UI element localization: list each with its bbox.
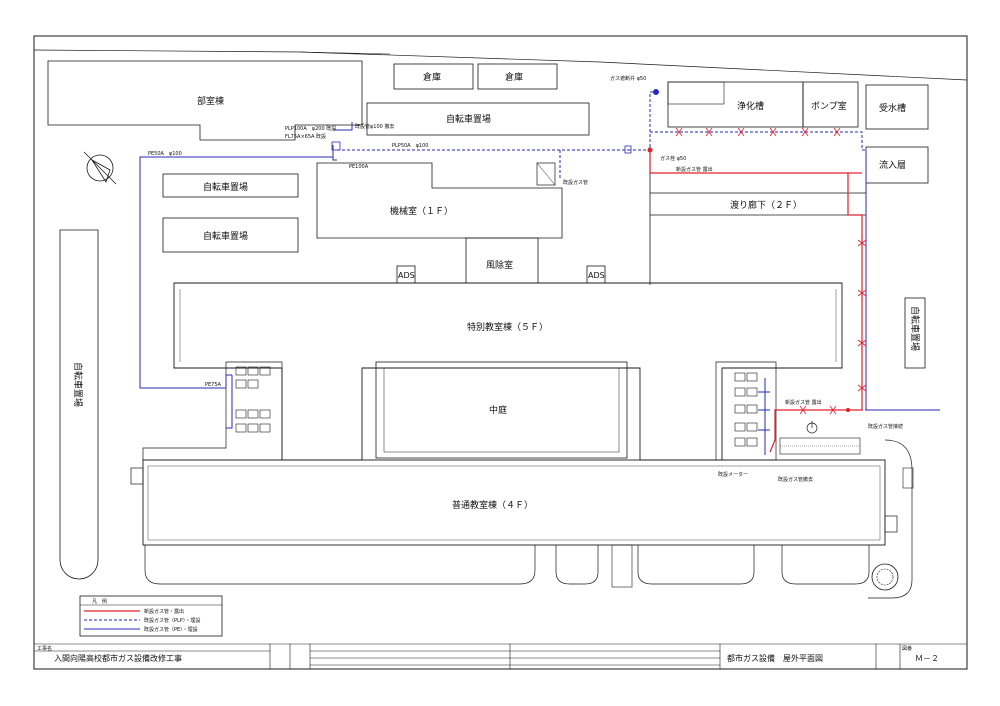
bottom-arc-4 xyxy=(781,545,870,585)
inflow-tank-label: 流入層 xyxy=(879,159,906,171)
bike-parking-left-2-label: 自転車置場 xyxy=(203,230,248,242)
courtyard xyxy=(375,361,628,459)
special-classroom-building xyxy=(173,282,843,461)
note-2: FL75A×65A 既設 xyxy=(285,133,326,140)
pump-room-label: ポンプ室 xyxy=(811,100,847,112)
note-10: 既設ガス管 xyxy=(563,179,588,186)
note-1: PLP100A φ200 既設 xyxy=(285,125,336,132)
bike-parking-left-1-label: 自転車置場 xyxy=(203,181,248,193)
note-7: ガス遮断弁 φ50 xyxy=(610,75,646,82)
bottom-arc-3 xyxy=(637,545,755,585)
bike-parking-right xyxy=(904,297,926,369)
warehouse-1-label: 倉庫 xyxy=(423,71,441,83)
bike-parking-top-label: 自転車置場 xyxy=(446,113,491,125)
note-9: PE100A xyxy=(349,164,369,170)
drawing-number-label: 図番 xyxy=(902,645,912,652)
title-block xyxy=(34,643,967,669)
new-gas-pipe xyxy=(649,150,863,453)
septic-inner xyxy=(667,81,725,105)
meter-box xyxy=(536,162,556,186)
entrance-right xyxy=(884,515,898,533)
bike-parking-right-label: 自転車置場 xyxy=(909,306,921,351)
pump-room xyxy=(802,81,859,128)
courtyard-inner xyxy=(383,367,620,453)
corridor-label: 渡り廊下（２Ｆ） xyxy=(730,199,802,211)
note-12: 既設メーター xyxy=(718,471,748,478)
note-6: 新設ガス管 露出 xyxy=(676,166,713,173)
ads-box-1-label: ADS xyxy=(398,271,415,280)
project-name: 入間向陽高校都市ガス設備改修工事 xyxy=(54,653,182,663)
ads-box-2-label: ADS xyxy=(588,271,605,280)
bottom-arc-2 xyxy=(555,545,599,585)
general-classroom-label: 普通教室棟（４Ｆ） xyxy=(452,499,533,511)
water-tank-label: 受水槽 xyxy=(879,102,906,114)
gas-tank-inner xyxy=(876,568,894,586)
bike-parking-left-1 xyxy=(162,173,299,198)
note-4: PLP50A φ100 xyxy=(392,143,428,149)
note-15: 既設ガス管撤去 xyxy=(778,476,813,483)
wheelchair-icon xyxy=(806,421,818,434)
drawing-number: Ｍ－２ xyxy=(915,654,939,663)
site-boundary-line xyxy=(33,49,968,81)
site-boundary-line-2 xyxy=(299,51,391,55)
gas-tank-icon xyxy=(871,563,899,591)
bike-parking-left-2 xyxy=(162,217,299,253)
project-name-label: 工事名 xyxy=(37,645,52,652)
general-classroom-building xyxy=(142,459,886,546)
warehouse-2-label: 倉庫 xyxy=(505,71,523,83)
legend-item-plp: 既設ガス管（PLP）・埋設 xyxy=(144,617,200,624)
legend-title: 凡 例 xyxy=(92,598,107,605)
courtyard-label: 中庭 xyxy=(489,404,507,416)
general-classroom-inner xyxy=(147,465,881,541)
note-8: PE75A xyxy=(205,382,222,388)
drawing-title: 都市ガス設備 屋外平面図 xyxy=(727,653,823,663)
machine-room xyxy=(316,162,563,239)
water-tank xyxy=(865,84,929,130)
bottom-arc-1 xyxy=(144,545,536,585)
warehouse-1 xyxy=(393,63,474,90)
right-small-box xyxy=(902,467,914,489)
legend-item-new: 新設ガス管・露出 xyxy=(144,608,184,615)
note-5: PE50A φ100 xyxy=(148,151,182,157)
bottom-stair xyxy=(611,544,633,588)
meter-box-diag xyxy=(536,162,556,186)
sheet-border xyxy=(33,35,968,670)
club-building-label: 部室棟 xyxy=(197,95,224,107)
meter-group-right xyxy=(734,372,758,447)
note-14: 既設ガス管接続 xyxy=(868,423,903,430)
warehouse-2 xyxy=(477,63,558,90)
septic-label: 浄化槽 xyxy=(737,100,764,112)
club-building xyxy=(47,60,363,141)
entrance-left xyxy=(130,467,144,485)
machine-room-label: 機械室（１Ｆ） xyxy=(390,205,453,217)
right-wing xyxy=(715,361,777,461)
wind-room-label: 風除室 xyxy=(486,259,513,271)
north-arrow-icon xyxy=(83,151,117,185)
pipe-markers xyxy=(675,127,867,415)
note-13: 新設ガス管 露出 xyxy=(785,399,822,406)
septic-tank xyxy=(667,81,804,128)
bike-parking-far-left xyxy=(59,229,99,580)
legend-item-pe: 既設ガス管（PE）・埋設 xyxy=(144,626,198,633)
legend: 凡 例 新設ガス管・露出 既設ガス管（PLP）・埋設 既設ガス管（PE）・埋設 xyxy=(79,595,223,637)
note-3: 既設管φ100 撤去 xyxy=(355,123,394,130)
bike-parking-far-left-label: 自転車置場 xyxy=(72,362,84,407)
special-classroom-label: 特別教室棟（５Ｆ） xyxy=(467,321,548,333)
bike-parking-top xyxy=(366,102,590,136)
right-curved-wall xyxy=(868,439,913,599)
left-wing xyxy=(142,361,283,461)
meter-group-left xyxy=(235,366,271,433)
note-11: ガス栓 φ50 xyxy=(660,155,686,162)
valve-icons xyxy=(331,89,850,412)
